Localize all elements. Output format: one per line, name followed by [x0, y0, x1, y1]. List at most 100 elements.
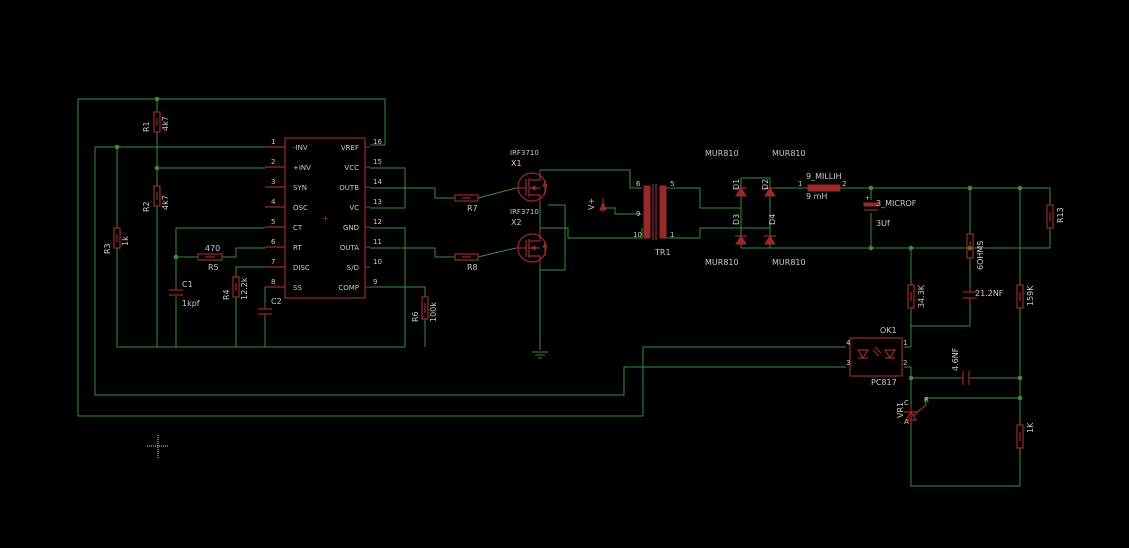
- vplus-label: V+: [587, 198, 596, 210]
- resistor-r13: R13: [1046, 204, 1065, 229]
- ic-pin-name: VREF: [341, 144, 359, 152]
- ok1-name: OK1: [880, 326, 897, 335]
- inductor-name: 9_MILLIH: [806, 172, 842, 181]
- capacitor-c1: C1 1kpf: [169, 280, 200, 308]
- ic-pin-number: 13: [373, 198, 382, 206]
- ic-pin-number: 9: [373, 278, 377, 286]
- r1-name: R1: [142, 121, 151, 132]
- ic-pin-number: 14: [373, 178, 382, 186]
- r3-name: R3: [103, 243, 112, 254]
- ok1-pin2: 2: [903, 359, 907, 367]
- ic-pin-name: RT: [293, 244, 302, 252]
- ic-pin-name: S/D: [347, 264, 359, 272]
- mur810-bottom-right: MUR810: [772, 258, 806, 267]
- r1-value: 4k7: [161, 116, 170, 131]
- r4-name: R4: [222, 289, 231, 300]
- resistor-1k-bottom: 1K: [1016, 422, 1035, 449]
- capacitor-21nf: 21.2NF: [963, 288, 1004, 304]
- resistor-159k: 159K: [1016, 284, 1035, 309]
- tr1-name: TR1: [654, 248, 671, 257]
- inductor-9mh: 9_MILLIH 9 mH 1 2: [798, 172, 846, 201]
- c1-name: C1: [182, 280, 193, 289]
- mosfet-x1: IRF3710 X1: [510, 149, 548, 205]
- r5-name: R5: [208, 263, 219, 272]
- r-6ohms-name: 6OHMS: [976, 241, 985, 270]
- ok1-pin3: 3: [846, 359, 850, 367]
- ic-pin-number: 15: [373, 158, 382, 166]
- ic-pin-name: SYN: [293, 184, 307, 192]
- tr1-pin10: 10: [633, 231, 642, 239]
- x2-type: IRF3710: [510, 208, 539, 216]
- ic-pin-number: 7: [271, 258, 275, 266]
- resistor-r6: R6 100k: [411, 296, 438, 322]
- ic-pin-name: OSC: [293, 204, 308, 212]
- resistor-r2: R2 4k7: [142, 185, 170, 212]
- vr1-anode: A: [904, 418, 909, 426]
- ic-pin-number: 10: [373, 258, 382, 266]
- capacitor-3-microf: 3_MICROF 3Uf +: [863, 195, 917, 228]
- ok1-pin1: 1: [903, 339, 907, 347]
- vr1-ref: R: [924, 396, 929, 404]
- ic-pin-number: 12: [373, 218, 382, 226]
- resistor-r3: R3 1k: [103, 227, 130, 254]
- resistor-r7: R7: [454, 194, 479, 213]
- tr1-pin6: 6: [636, 180, 641, 188]
- r2-name: R2: [142, 201, 151, 212]
- ic-pin-name: VCC: [344, 164, 359, 172]
- tr1-pin5: 5: [670, 180, 674, 188]
- ic-pin-name: OUTA: [340, 244, 359, 252]
- vplus-supply: V+: [587, 198, 607, 212]
- c2-name: C2: [271, 297, 282, 306]
- junctions: [114, 96, 1023, 401]
- tr1-pin9: 9: [636, 210, 640, 218]
- crosshair-cursor-icon: [147, 435, 169, 458]
- vr1-cathode: C: [904, 399, 909, 407]
- ok1-type: PC817: [871, 378, 897, 387]
- d1-name: D1: [732, 179, 741, 190]
- r3-value: 1k: [121, 236, 130, 246]
- ic-pin-number: 2: [271, 158, 275, 166]
- ic-pin-number: 4: [271, 198, 276, 206]
- ic-pin-number: 3: [271, 178, 275, 186]
- inductor-value: 9 mH: [806, 192, 827, 201]
- cap-3microf-value: 3Uf: [876, 219, 890, 228]
- d4-name: D4: [768, 214, 777, 225]
- optocoupler-ok1: OK1 PC817 4 3 1 2: [846, 326, 907, 387]
- ic-pin-name: CT: [293, 224, 303, 232]
- capacitor-4-6nf: 4.6NF: [951, 347, 972, 385]
- resistor-34k3: 34.3K: [907, 284, 926, 309]
- c1-value: 1kpf: [182, 299, 200, 308]
- cap-4-6nf-value: 4.6NF: [951, 347, 960, 371]
- cap-21nf-value: 21.2NF: [975, 289, 1004, 298]
- svg-text:+: +: [865, 195, 870, 202]
- r7-name: R7: [467, 204, 478, 213]
- shunt-regulator-vr1: VR1 A C R: [896, 396, 929, 426]
- ic-pin-number: 1: [271, 138, 275, 146]
- r-1k-value: 1K: [1026, 422, 1035, 433]
- inductor-pin2: 2: [842, 180, 846, 188]
- mur810-top-right: MUR810: [772, 149, 806, 158]
- ic-pin-number: 16: [373, 138, 382, 146]
- mosfet-x2: IRF3710 X2: [510, 208, 548, 265]
- d2-name: D2: [761, 179, 770, 190]
- ic-pin-name: GND: [343, 224, 359, 232]
- ic-pin-number: 11: [373, 238, 382, 246]
- resistor-r1: R1 4k7: [142, 111, 170, 133]
- r4-value: 12.2k: [240, 277, 249, 300]
- mur810-top-left: MUR810: [705, 149, 739, 158]
- svg-text:+: +: [322, 214, 329, 223]
- ic-pin-name: SS: [293, 284, 302, 292]
- resistor-r8: R8: [454, 253, 479, 272]
- ic-pin-name: DISC: [293, 264, 310, 272]
- r-34k3-value: 34.3K: [917, 284, 926, 308]
- x1-name: X1: [511, 159, 522, 168]
- ic-pin-name: VC: [349, 204, 359, 212]
- diode-bridge: D1 D2 D3 D4 MUR810 MUR810 MUR810 MUR810: [705, 149, 806, 267]
- ic-pin-name: COMP: [338, 284, 359, 292]
- ok1-pin4: 4: [846, 339, 851, 347]
- cap-3microf-name: 3_MICROF: [876, 199, 917, 208]
- ic-pin-number: 6: [271, 238, 276, 246]
- r6-name: R6: [411, 311, 420, 322]
- ic-pin-name: +INV: [293, 164, 311, 172]
